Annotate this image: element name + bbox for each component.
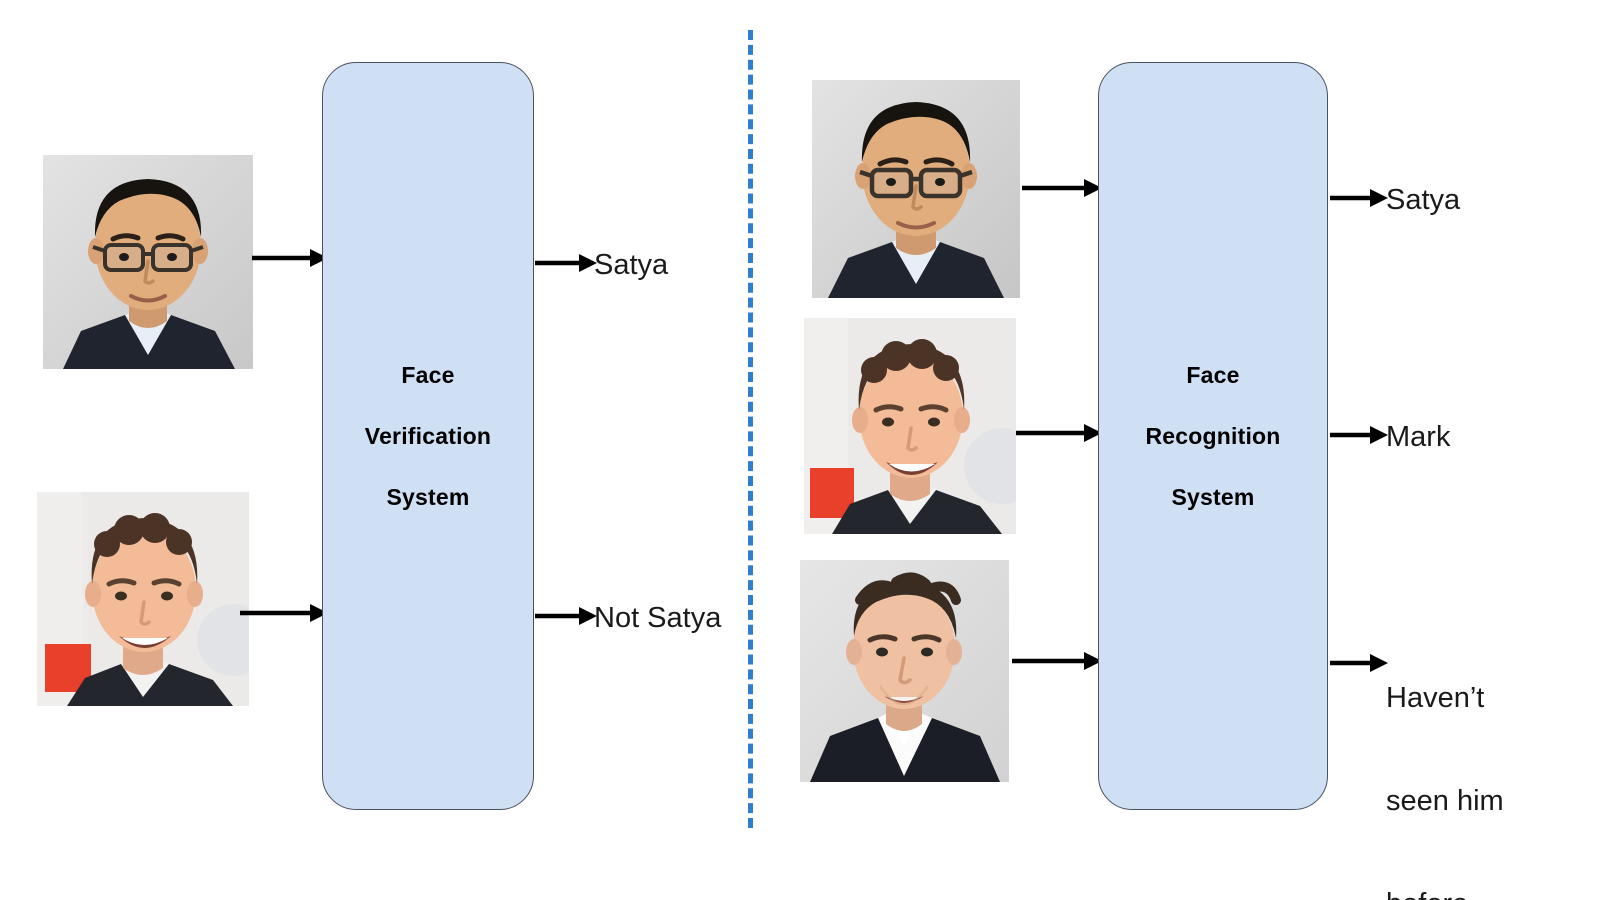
verification-label-line-1: Face [401,361,455,388]
verification-label-line-3: System [386,483,470,510]
output-unknown-line-1: Haven’t [1386,682,1485,715]
arrow-input-top-left [252,248,328,268]
output-unknown-line-2: seen him [1386,785,1504,818]
arrow-input-satya-right [1022,178,1102,198]
input-photo-elon-right [800,560,1009,782]
recognition-label-line-2: Recognition [1145,422,1281,449]
output-label-not-satya-left: Not Satya [594,602,722,634]
output-label-unknown-right: Haven’t seen him before [1386,613,1504,900]
input-photo-satya-right [812,80,1020,298]
arrow-input-mark-right [1016,423,1102,443]
input-photo-satya-left [43,155,253,369]
arrow-output-satya-right [1330,188,1388,208]
arrow-output-unknown-right [1330,653,1388,673]
output-unknown-line-3: before [1386,887,1504,900]
arrow-output-not-satya-left [535,606,597,626]
recognition-label-line-3: System [1171,483,1255,510]
input-photo-mark-left [37,492,249,706]
arrow-output-satya-left [535,253,597,273]
arrow-output-mark-right [1330,425,1388,445]
arrow-input-elon-right [1012,651,1102,671]
face-verification-system-box[interactable]: Face Verification System [322,62,534,810]
recognition-label-line-1: Face [1186,361,1240,388]
arrow-input-bottom-left [240,603,328,623]
output-label-mark-right: Mark [1386,421,1451,453]
verification-label-line-2: Verification [364,422,492,449]
panel-divider [748,30,753,828]
input-photo-mark-right [804,318,1016,534]
output-label-satya-left: Satya [594,249,669,281]
output-label-satya-right: Satya [1386,184,1461,216]
face-recognition-system-box[interactable]: Face Recognition System [1098,62,1328,810]
